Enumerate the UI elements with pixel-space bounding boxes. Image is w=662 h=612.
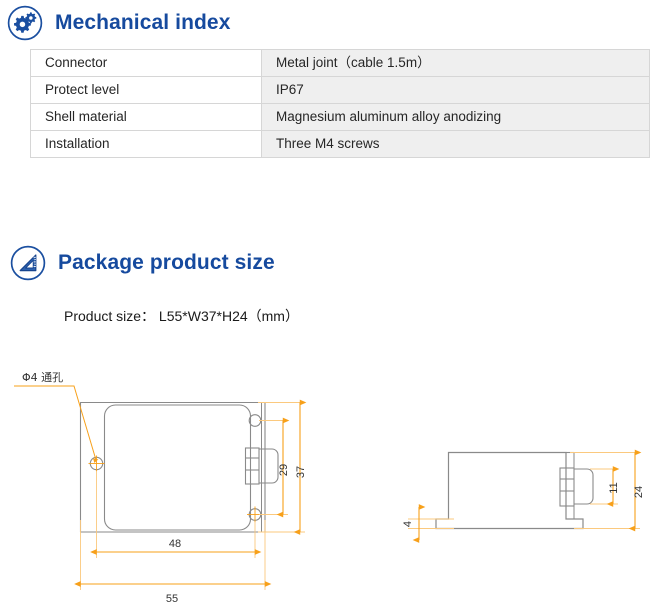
mechanical-index-header: Mechanical index: [4, 2, 231, 44]
table-cell-value: Magnesium aluminum alloy anodizing: [261, 103, 650, 131]
mounting-holes: [88, 414, 263, 523]
section-title: Package product size: [58, 251, 275, 274]
backplate-outline: [79, 401, 266, 533]
table-cell-value: Three M4 screws: [261, 130, 650, 158]
dim-29-label: 29: [278, 464, 290, 476]
dim-24-label: 24: [633, 486, 645, 498]
mechanical-index-table: Connector Metal joint（cable 1.5m） Protec…: [30, 49, 650, 158]
section-title: Mechanical index: [55, 11, 231, 34]
table-row: Protect level IP67: [30, 76, 650, 104]
table-cell-key: Connector: [30, 49, 262, 77]
table-cell-key: Installation: [30, 130, 262, 158]
table-cell-value: IP67: [261, 76, 650, 104]
table-cell-key: Protect level: [30, 76, 262, 104]
callout-label: Φ4 通孔: [22, 371, 63, 384]
dim-37-label: 37: [295, 466, 307, 478]
package-product-size-header: Package product size: [7, 242, 275, 284]
dim-48-label: 48: [169, 538, 181, 550]
side-view-drawing: 24 11 4: [378, 400, 662, 560]
product-size-caption: Product size： L55*W37*H24（mm）: [64, 308, 299, 324]
table-row: Shell material Magnesium aluminum alloy …: [30, 103, 650, 131]
front-view-drawing: Φ4 通孔 37: [0, 362, 340, 612]
dim-4-label: 4: [402, 521, 414, 527]
table-row: Connector Metal joint（cable 1.5m）: [30, 49, 650, 77]
through-hole-callout: Φ4 通孔: [14, 371, 99, 463]
table-cell-value: Metal joint（cable 1.5m）: [261, 49, 650, 77]
set-square-ruler-icon: [10, 245, 46, 281]
dim-11-label: 11: [608, 482, 620, 493]
housing-outline: [103, 404, 252, 531]
dim-55-label: 55: [166, 593, 178, 605]
gears-icon: [7, 5, 43, 41]
table-row: Installation Three M4 screws: [30, 130, 650, 158]
table-cell-key: Shell material: [30, 103, 262, 131]
connector-block-side: [559, 467, 594, 507]
